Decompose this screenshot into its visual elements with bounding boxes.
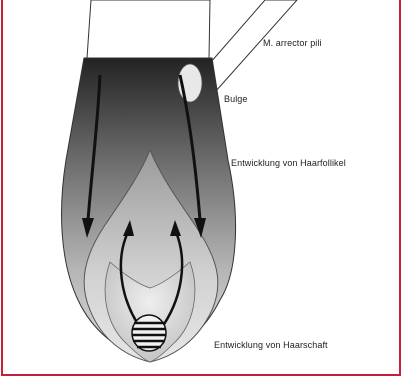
label-follicle-development: Entwicklung von Haarfollikel <box>231 158 346 168</box>
label-bulge: Bulge <box>224 94 248 104</box>
label-arrector-pili: M. arrector pili <box>263 38 322 48</box>
label-shaft-development: Entwicklung von Haarschaft <box>214 340 328 350</box>
hair-shaft-nucleus <box>132 315 166 351</box>
hair-shaft-top <box>87 0 210 58</box>
